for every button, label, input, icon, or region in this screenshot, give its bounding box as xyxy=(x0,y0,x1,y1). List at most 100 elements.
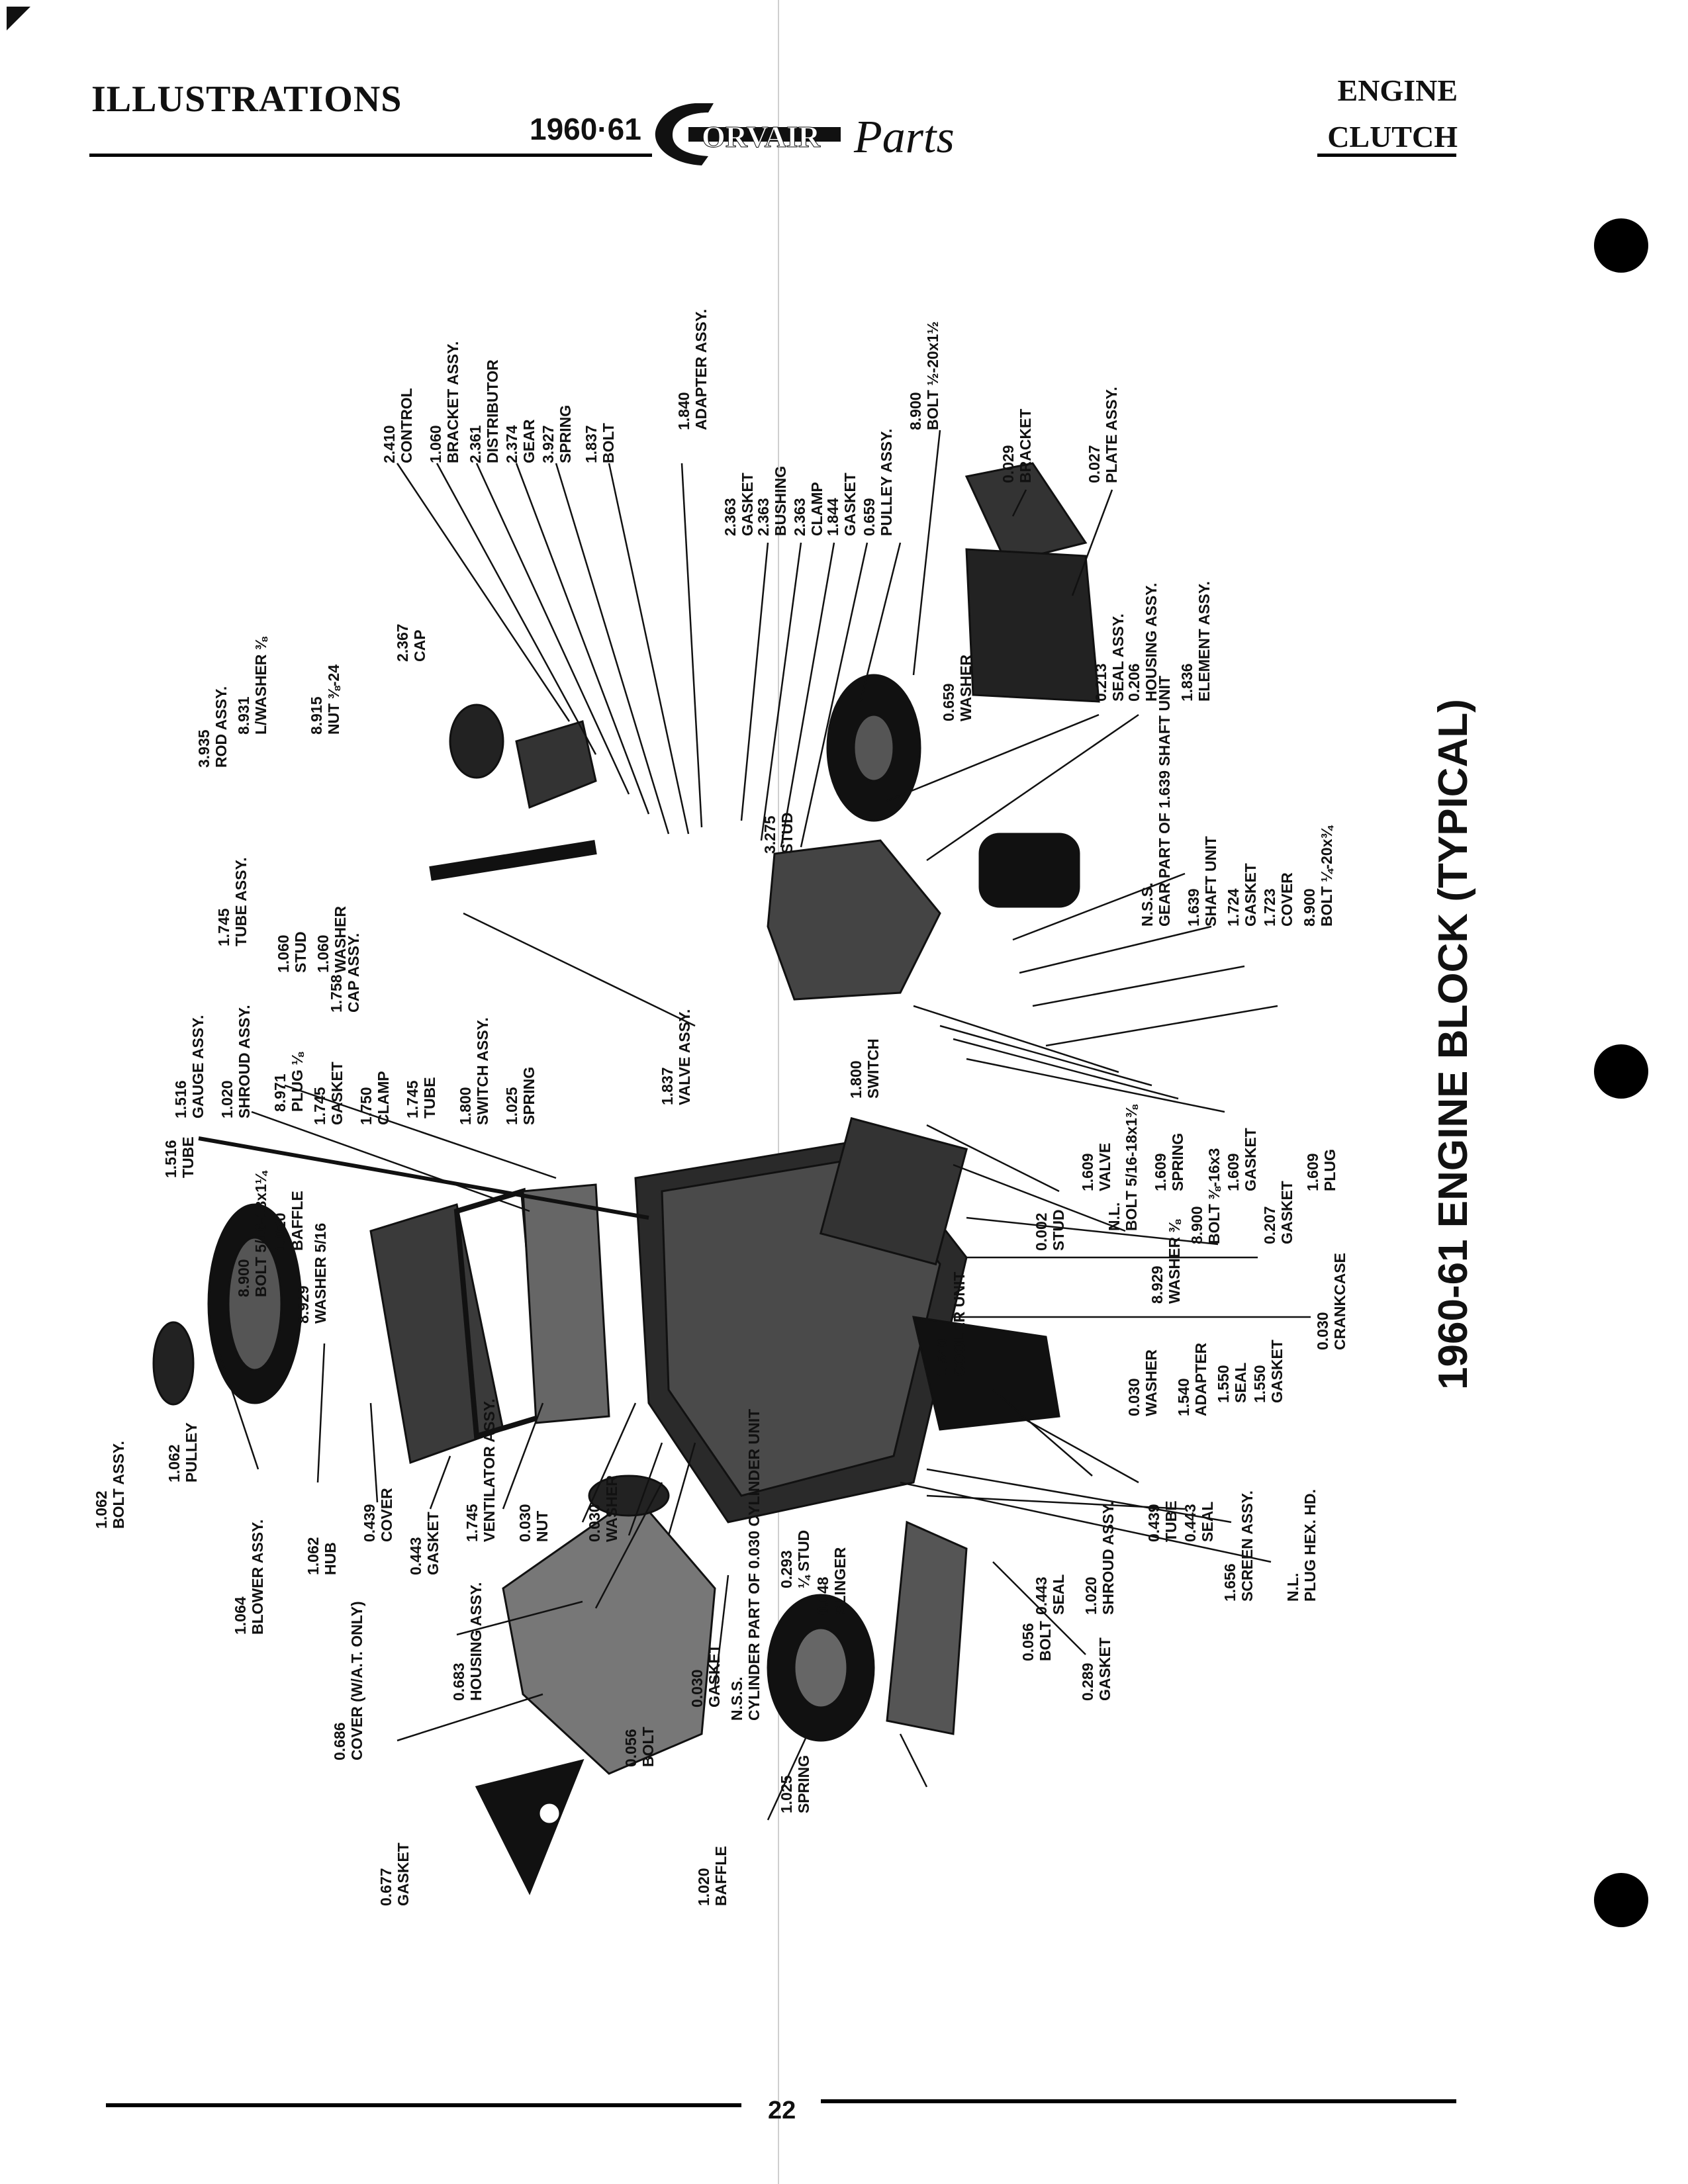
callout-part-number: 1.745 xyxy=(404,1080,421,1118)
fold-line xyxy=(778,0,779,2184)
callout-part-number: 2.374 xyxy=(503,425,520,463)
callout-label: N.S.S.CYLINDER PART OF 0.030 CYLINDER UN… xyxy=(728,1409,763,1721)
callout-part-name: PLUG xyxy=(1321,1149,1338,1191)
callout-part-name: GEAR PART OF 1.639 SHAFT UNIT xyxy=(1156,675,1173,927)
callout-part-number: 8.915 xyxy=(308,696,325,735)
callout-part-number: 0.289 xyxy=(1079,1662,1096,1701)
callout-part-number: 3.275 xyxy=(761,815,778,854)
callout-part-name: BOLT 5/16-18x1¼ xyxy=(252,1171,269,1297)
callout-part-number: 0.659 xyxy=(861,498,878,536)
callout-part-number: 1.516 xyxy=(162,1140,179,1178)
callout-part-name: BOLT xyxy=(600,423,617,463)
callout-part-name: CLAMP xyxy=(375,1071,392,1125)
callout-part-name: STUD xyxy=(778,812,796,854)
callout-part-number: 1.550 xyxy=(1251,1365,1268,1403)
callout-part-number: 8.971 xyxy=(271,1073,289,1112)
callout-part-number: 0.659 xyxy=(940,683,957,721)
header-right-clutch: CLUTCH xyxy=(1327,120,1458,154)
callout-part-number: 1.060 xyxy=(427,425,444,463)
callout-part-number: 0.686 xyxy=(331,1722,348,1760)
svg-text:Parts: Parts xyxy=(853,112,955,163)
callout-part-number: 1.062 xyxy=(305,1537,322,1575)
callout-part-number: 1.656 xyxy=(1221,1563,1239,1602)
callout-part-number: 1.550 xyxy=(1215,1365,1232,1403)
callout-part-name: ¼ STUD xyxy=(795,1529,812,1588)
callout-part-name: SHAFT UNIT xyxy=(1202,836,1219,927)
callout-part-number: 1.020 xyxy=(271,1212,289,1251)
callout-part-name: STUD xyxy=(292,931,309,973)
callout-part-name: TUBE xyxy=(1162,1500,1180,1542)
callout-part-name: CLAMP xyxy=(808,482,825,536)
callout-part-number: 8.929 xyxy=(295,1285,312,1324)
callout-part-number: 2.367 xyxy=(394,623,411,662)
callout-part-name: TUBE xyxy=(179,1136,197,1178)
header-year: 1960·61 xyxy=(530,112,641,146)
callout-part-name: GASKET xyxy=(1096,1637,1113,1701)
callout-part-name: SHROUD ASSY. xyxy=(1100,1501,1117,1615)
callout-part-name: COVER (W/A.T. ONLY) xyxy=(348,1601,365,1760)
callout-part-number: 1.060 xyxy=(275,934,292,973)
callout-part-number: 0.443 xyxy=(407,1537,424,1575)
binder-hole-bottom xyxy=(1594,1873,1648,1927)
callout-part-name: SEAL xyxy=(1050,1574,1067,1615)
callout-part-name: CONTROL xyxy=(398,388,415,463)
callout-part-number: 2.363 xyxy=(755,498,772,536)
callout-part-name: BOLT ⅜-16x3 xyxy=(1205,1148,1223,1244)
callout-part-number: 0.030 xyxy=(688,1669,706,1707)
callout-part-name: BRACKET xyxy=(1017,408,1034,483)
callout-part-number: 0.030 xyxy=(1314,1312,1331,1350)
header-right-engine: ENGINE xyxy=(1337,73,1458,107)
callout-part-number: 1.800 xyxy=(457,1087,474,1125)
callout-part-number: 0.056 xyxy=(622,1729,639,1767)
callout-part-number: 3.927 xyxy=(539,425,557,463)
callout-part-name: GAUGE ASSY. xyxy=(189,1015,207,1118)
callout-part-number: 1.020 xyxy=(1082,1576,1100,1615)
callout-part-number: 1.837 xyxy=(659,1067,676,1105)
callout-part-name: BRACKET ASSY. xyxy=(444,341,461,463)
callout-part-name: COOLER UNIT xyxy=(951,1271,968,1377)
callout-part-number: 1.062 xyxy=(165,1444,183,1482)
callout-part-name: ELEMENT ASSY. xyxy=(1196,581,1213,702)
callout-part-name: SEAL xyxy=(1232,1362,1249,1403)
callout-part-number: 0.443 xyxy=(1182,1504,1199,1542)
callout-part-name: WASHER xyxy=(603,1475,620,1542)
corner-mark-top-left xyxy=(7,7,30,30)
callout-part-number: 0.213 xyxy=(1092,663,1109,702)
callout-part-name: BOLT xyxy=(1037,1621,1054,1661)
callout-part-number: 2.363 xyxy=(722,498,739,536)
callout-part-number: 1.609 xyxy=(1079,1153,1096,1191)
callout-part-number: 1.745 xyxy=(215,908,232,946)
callout-part-name: SEAL xyxy=(1199,1501,1216,1542)
callout-part-name: GASKET xyxy=(1278,1181,1295,1244)
cooler-unit-illustration xyxy=(819,1116,968,1266)
callout-part-name: COVER xyxy=(378,1488,395,1542)
callout-part-number: 1.609 xyxy=(1152,1153,1169,1191)
callout-part-name: VALVE ASSY. xyxy=(676,1009,693,1105)
callout-part-name: WASHER xyxy=(1143,1349,1160,1416)
callout-part-name: GASKET xyxy=(1242,1128,1259,1191)
callout-part-number: N.L. xyxy=(1284,1572,1301,1602)
callout-part-name: GASKET xyxy=(328,1062,346,1125)
